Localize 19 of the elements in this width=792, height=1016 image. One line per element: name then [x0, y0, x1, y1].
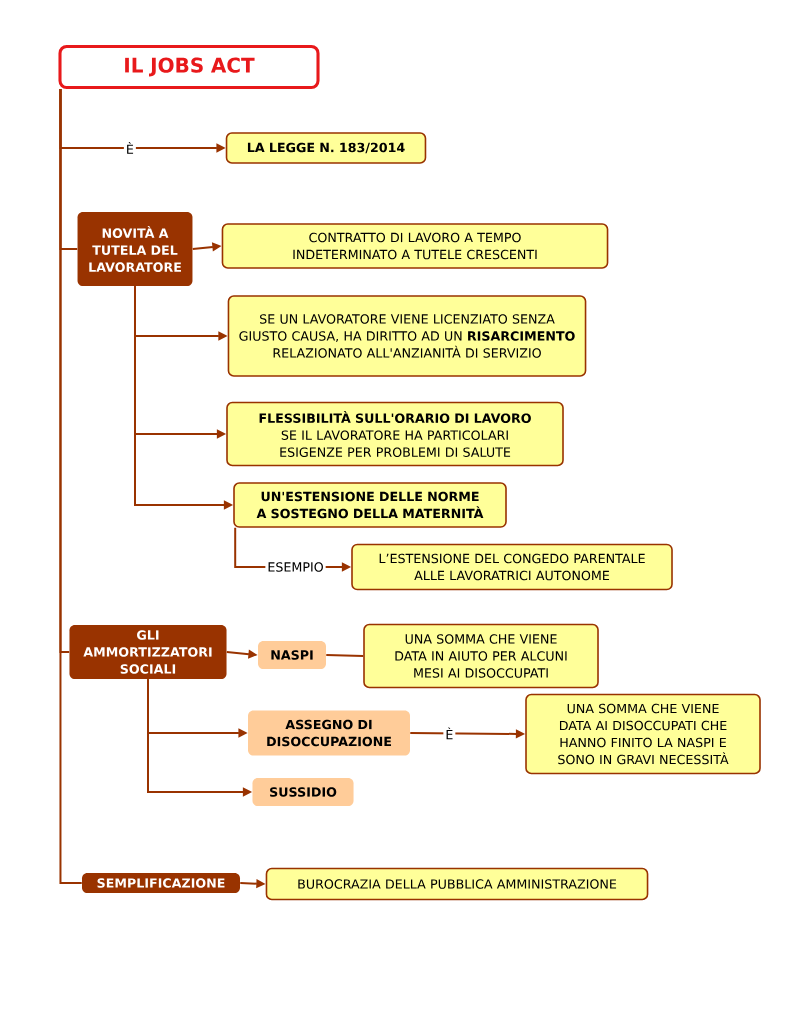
subcategory-box: ASSEGNO DI DISOCCUPAZIONE	[248, 710, 410, 756]
category-box: NOVITÀ A TUTELA DEL LAVORATORE	[77, 212, 193, 286]
concept-box: SE UN LAVORATORE VIENE LICENZIATO SENZA GIUSTO CAUSA, HA DIRITTO AD UN RISARCIMENTO RELAZIONATO ALL'ANZIANITÀ DI SERVIZIO	[227, 295, 587, 377]
category-box: GLI AMMORTIZZATORI SOCIALI	[69, 625, 227, 679]
category-box: SEMPLIFICAZIONE	[82, 873, 240, 893]
edge-label: È	[443, 725, 456, 742]
concept-box: FLESSIBILITÀ SULL'ORARIO DI LAVORO SE IL LAVORATORE HA PARTICOLARI ESIGENZE PER PROBLEMI DI SALUTE	[226, 401, 564, 467]
concept-box: LA LEGGE N. 183/2014	[225, 132, 427, 164]
concept-box: BUROCRAZIA DELLA PUBBLICA AMMINISTRAZIONE	[265, 867, 649, 901]
edge-label: ESEMPIO	[265, 560, 326, 574]
subcategory-box: NASPI	[258, 641, 326, 669]
concept-box: UNA SOMMA CHE VIENE DATA AI DISOCCUPATI CHE HANNO FINITO LA NASPI E SONO IN GRAVI NECESSITÀ	[525, 693, 761, 775]
edge-label: È	[123, 140, 136, 156]
concept-box: UN'ESTENSIONE DELLE NORME A SOSTEGNO DELLA MATERNITÀ	[233, 482, 507, 528]
concept-box: UNA SOMMA CHE VIENE DATA IN AIUTO PER ALCUNI MESI AI DISOCCUPATI	[363, 623, 599, 689]
concept-box: L’ESTENSIONE DEL CONGEDO PARENTALE ALLE LAVORATRICI AUTONOME	[351, 543, 673, 591]
subcategory-box: SUSSIDIO	[252, 778, 354, 806]
concept-box: CONTRATTO DI LAVORO A TEMPO INDETERMINATO A TUTELE CRESCENTI	[221, 223, 609, 269]
title-box: IL JOBS ACT	[58, 44, 320, 90]
